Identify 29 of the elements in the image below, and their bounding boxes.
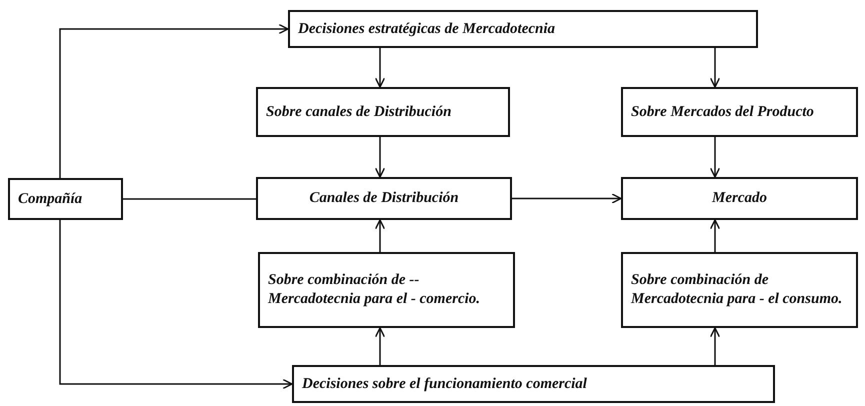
arrow [710, 48, 720, 88]
arrow [59, 24, 289, 178]
process-box [621, 177, 858, 220]
box-text: Canales de Distribución [309, 189, 459, 208]
box-text: Decisiones estratégicas de Mercadotecnia [298, 20, 556, 38]
process-box [256, 177, 512, 220]
process-box [258, 252, 515, 328]
box-text: Mercado [712, 189, 767, 208]
box-text: Decisiones sobre el funcionamiento comercial [302, 374, 588, 394]
arrow [710, 137, 720, 178]
arrow [59, 220, 293, 390]
arrow [374, 48, 386, 88]
arrow [710, 219, 720, 252]
arrow [710, 327, 720, 365]
process-box [288, 10, 758, 48]
box-text: Sobre combinación de Mercadotecnia para - el consumo. [631, 271, 844, 309]
arrow [512, 193, 622, 204]
box-text: Sobre Mercados del Producto [631, 102, 815, 122]
box-text: Sobre canales de Distribución [266, 102, 452, 122]
arrow [374, 219, 386, 252]
process-box [292, 365, 775, 403]
process-box [621, 252, 858, 328]
arrow [374, 327, 386, 365]
box-text: Sobre combinación de -- Mercadotecnia para el - comercio. [268, 271, 482, 309]
box-text: Compañía [18, 190, 84, 208]
process-box [256, 87, 510, 137]
process-box [8, 178, 123, 220]
process-box [621, 87, 858, 137]
arrow [374, 137, 386, 178]
